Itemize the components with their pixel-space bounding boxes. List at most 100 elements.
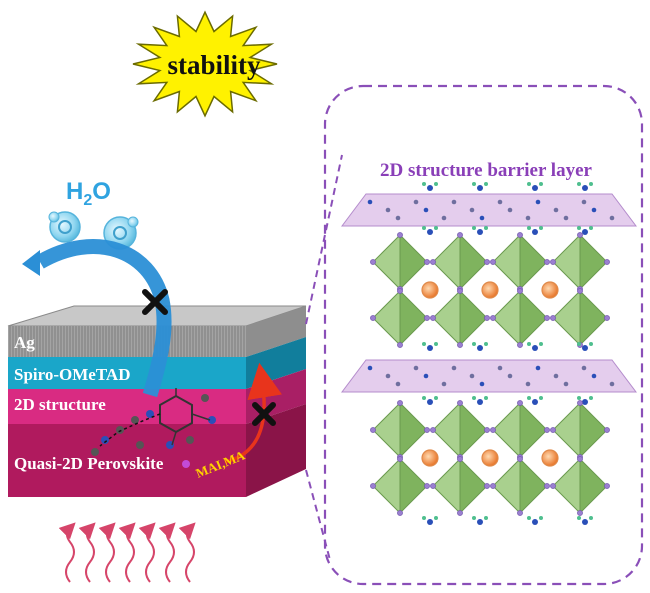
spacer-cation — [477, 399, 483, 405]
halide-atom — [397, 342, 403, 348]
spacer-atom — [472, 516, 476, 520]
atom-dot — [208, 416, 216, 424]
halide-atom — [457, 510, 463, 516]
octahedron-face — [399, 457, 428, 515]
halide-atom — [484, 483, 490, 489]
spacer-atom — [589, 396, 593, 400]
spacer-cation — [532, 519, 538, 525]
spacer-atom — [479, 381, 485, 387]
stability-burst: stability — [132, 10, 278, 118]
spacer-atom — [434, 226, 438, 230]
atom-dot — [136, 441, 144, 449]
atom-dot — [186, 436, 194, 444]
octahedron-face — [492, 233, 521, 291]
burst-label: stability — [167, 50, 261, 80]
halide-atom — [577, 288, 583, 294]
spacer-cation — [427, 345, 433, 351]
spacer-atom — [497, 199, 503, 205]
halide-atom — [457, 400, 463, 406]
spacer-atom — [577, 396, 581, 400]
octahedron-face — [492, 401, 521, 459]
halide-atom — [517, 342, 523, 348]
octahedron-face — [432, 289, 461, 347]
block-x-icon — [252, 402, 276, 426]
spacer-cation — [532, 229, 538, 235]
halide-atom — [397, 232, 403, 238]
spacer-atom — [472, 226, 476, 230]
spacer-cation — [427, 399, 433, 405]
spacer-atom — [423, 207, 429, 213]
layer-quasi — [8, 424, 246, 497]
spacer-cation — [582, 345, 588, 351]
spacer-atom — [589, 516, 593, 520]
octahedron-face — [552, 457, 581, 515]
octahedron-face — [372, 289, 401, 347]
halide-atom — [517, 232, 523, 238]
halide-atom — [577, 456, 583, 462]
spacer-atom — [484, 342, 488, 346]
spacer-cation — [582, 185, 588, 191]
spacer-atom — [539, 342, 543, 346]
halide-atom — [370, 315, 376, 321]
halide-atom — [490, 483, 496, 489]
halide-atom — [550, 483, 556, 489]
layer-label-quasi: Quasi-2D Perovskite — [14, 454, 164, 473]
octahedron-face — [519, 401, 548, 459]
octahedron-face — [579, 401, 608, 459]
octahedron-face — [579, 457, 608, 515]
spacer-atom — [469, 207, 475, 213]
halide-atom — [484, 427, 490, 433]
spacer-cation — [477, 229, 483, 235]
halide-atom — [484, 259, 490, 265]
bond-line — [171, 388, 211, 446]
halide-atom — [577, 510, 583, 516]
spacer-atom — [609, 381, 615, 387]
spacer-atom — [434, 182, 438, 186]
burst-shape — [132, 10, 278, 118]
halide-atom — [604, 483, 610, 489]
atom-dot — [116, 426, 124, 434]
atom-dot — [91, 448, 99, 456]
water-molecule-icon — [103, 216, 139, 250]
spacer-atom — [609, 215, 615, 221]
layer-label-ag: Ag — [14, 333, 35, 352]
octahedron-face — [552, 401, 581, 459]
heat-arrow — [178, 522, 196, 583]
spacer-atom — [535, 365, 541, 371]
octahedron-face — [399, 401, 428, 459]
spacer-atom — [527, 226, 531, 230]
layer-spiro — [8, 357, 246, 389]
heat-arrow — [58, 522, 76, 583]
halide-atom — [397, 456, 403, 462]
octahedron-face — [579, 233, 608, 291]
octahedron-face — [372, 233, 401, 291]
halide-atom — [490, 315, 496, 321]
halide-atom — [544, 315, 550, 321]
ion-migration-arrow — [224, 362, 283, 464]
halide-atom — [397, 400, 403, 406]
spacer-atom — [581, 199, 587, 205]
spacer-atom — [563, 215, 569, 221]
halide-atom — [550, 259, 556, 265]
spacer-atom — [577, 516, 581, 520]
halide-atom — [577, 232, 583, 238]
spacer-cation — [477, 519, 483, 525]
spacer-atom — [472, 342, 476, 346]
spacer-atom — [422, 396, 426, 400]
water-ingress-arrow — [36, 239, 172, 398]
halide-atom — [457, 232, 463, 238]
octahedron-face — [399, 289, 428, 347]
spacer-atom — [527, 516, 531, 520]
spacer-atom — [484, 182, 488, 186]
spacer-atom — [422, 182, 426, 186]
heat-arrow — [118, 522, 136, 583]
halide-atom — [517, 288, 523, 294]
spacer-atom — [497, 365, 503, 371]
spacer-cation — [427, 185, 433, 191]
spacer-atom — [441, 381, 447, 387]
spacer-atom — [553, 207, 559, 213]
halide-atom — [370, 427, 376, 433]
spacer-atom — [422, 516, 426, 520]
octahedron-face — [492, 457, 521, 515]
